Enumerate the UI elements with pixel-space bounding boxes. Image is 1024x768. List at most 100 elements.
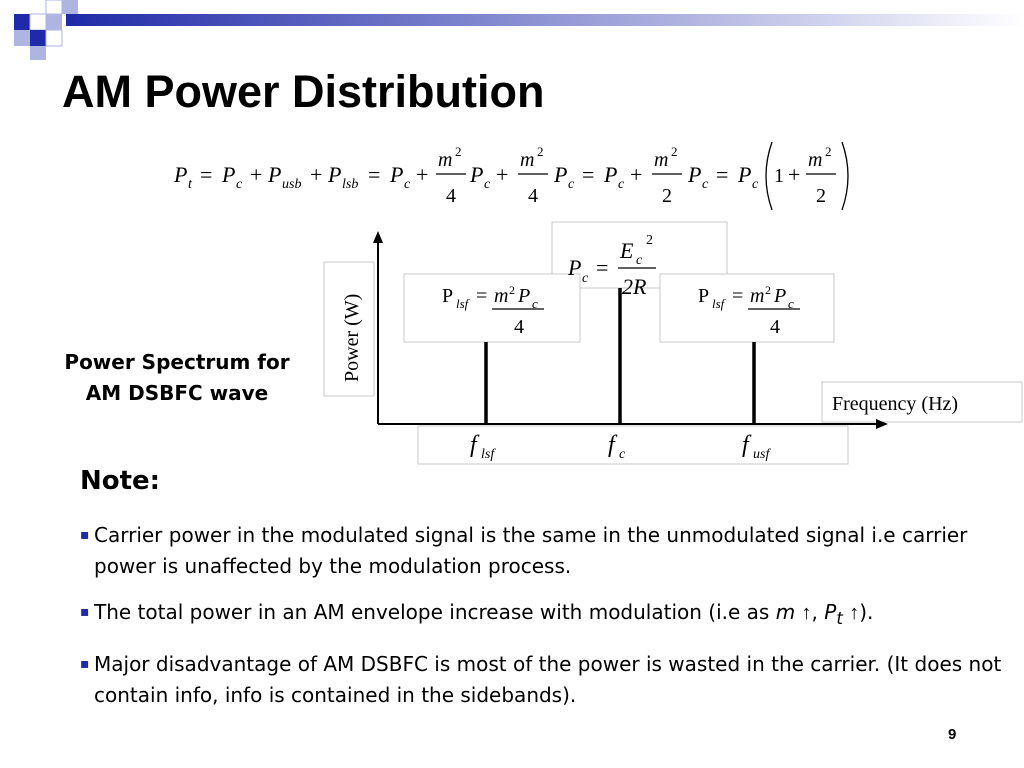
note-bullet-text: The total power in an AM envelope increa… [94, 600, 776, 624]
svg-text:P: P [698, 285, 709, 307]
x-axis-label: Frequency (Hz) [832, 393, 958, 415]
svg-text:4: 4 [528, 185, 538, 207]
x-axis-arrowhead [876, 419, 888, 429]
lsf-power-formula: P lsf = m 2 P c 4 [442, 283, 544, 338]
svg-text:=: = [368, 162, 380, 187]
note-bullet-total-power: ▪ The total power in an AM envelope incr… [80, 597, 1020, 634]
lsf-formula-box [403, 273, 581, 343]
svg-text:m: m [494, 285, 508, 307]
svg-text:usf: usf [753, 447, 771, 462]
svg-text:P: P [773, 285, 786, 307]
up-arrow-icon: ↑ [849, 602, 860, 624]
total-power-equation: P t = P c + P usb + P lsb = P c + m 2 4 … [173, 141, 849, 211]
svg-text:c: c [788, 296, 794, 311]
y-axis-label: Power (W) [341, 294, 363, 382]
x-axis-label-box [821, 381, 1023, 423]
svg-text:f: f [742, 432, 752, 458]
svg-text:c: c [236, 177, 243, 192]
svg-text:=: = [582, 162, 594, 187]
svg-text:usb: usb [282, 177, 301, 192]
svg-text:+: + [630, 162, 642, 187]
svg-text:2R: 2R [622, 274, 647, 299]
svg-text:1: 1 [774, 165, 784, 187]
svg-text:f: f [470, 432, 480, 458]
spectrum-caption-line1: Power Spectrum for [64, 350, 290, 374]
svg-text:=: = [476, 285, 487, 307]
svg-text:m: m [520, 149, 534, 171]
svg-text:P: P [469, 162, 483, 187]
svg-text:P: P [173, 162, 187, 187]
svg-text:+: + [416, 162, 428, 187]
freq-labels-box [417, 425, 849, 465]
slide-title: AM Power Distribution [62, 66, 545, 117]
svg-text:P: P [687, 162, 701, 187]
svg-text:c: c [484, 177, 491, 192]
svg-text:P: P [267, 162, 281, 187]
svg-text:P: P [553, 162, 567, 187]
spectrum-caption-line2: AM DSBFC wave [85, 381, 269, 405]
note-heading: Note: [80, 466, 161, 496]
svg-text:4: 4 [514, 316, 524, 338]
svg-text:c: c [636, 253, 643, 268]
svg-text:P: P [442, 285, 453, 307]
svg-text:2: 2 [537, 144, 544, 159]
svg-text:P: P [737, 162, 751, 187]
page-number: 9 [948, 726, 957, 743]
svg-text:2: 2 [816, 185, 826, 207]
svg-text:P: P [567, 255, 581, 280]
freq-label-usf: f usf [742, 432, 771, 462]
svg-text:m: m [750, 285, 764, 307]
svg-text:=: = [716, 162, 728, 187]
bullet-square-icon: ▪ [80, 604, 90, 620]
svg-text:m: m [438, 149, 452, 171]
power-spectrum-diagram: Power (W) Frequency (Hz) P c = E c 2 2R … [323, 221, 1023, 465]
svg-text:2: 2 [765, 283, 771, 297]
svg-text:lsf: lsf [456, 296, 471, 311]
svg-text:lsf: lsf [481, 447, 496, 462]
svg-text:=: = [732, 285, 743, 307]
usf-power-formula: P lsf = m 2 P c 4 [698, 283, 800, 338]
svg-text:c: c [618, 177, 625, 192]
svg-text:2: 2 [662, 185, 672, 207]
svg-text:lsf: lsf [712, 296, 727, 311]
svg-text:4: 4 [446, 185, 456, 207]
svg-text:c: c [582, 271, 589, 286]
y-axis-arrowhead [373, 231, 383, 243]
svg-text:P: P [221, 162, 235, 187]
note-bullet-text: Major disadvantage of AM DSBFC is most o… [94, 652, 1002, 707]
svg-text:4: 4 [770, 316, 780, 338]
svg-text:=: = [200, 162, 212, 187]
note-bullet-list: ▪ Carrier power in the modulated signal … [80, 520, 1020, 726]
bullet-square-icon: ▪ [80, 656, 90, 672]
modulation-index-symbol: m [775, 600, 796, 624]
svg-text:P: P [327, 162, 341, 187]
note-bullet-text: Carrier power in the modulated signal is… [94, 523, 968, 578]
svg-text:m: m [808, 149, 822, 171]
freq-label-lsf: f lsf [470, 432, 496, 462]
svg-text:2: 2 [671, 144, 678, 159]
svg-text:c: c [752, 177, 759, 192]
svg-text:m: m [654, 149, 668, 171]
svg-text:lsb: lsb [342, 177, 358, 192]
svg-text:E: E [619, 238, 634, 263]
freq-label-carrier: f c [608, 432, 626, 462]
svg-text:+: + [250, 162, 262, 187]
svg-text:2: 2 [455, 144, 462, 159]
svg-text:c: c [619, 447, 626, 462]
svg-text:+: + [788, 162, 800, 187]
svg-text:c: c [702, 177, 709, 192]
svg-text:c: c [532, 296, 538, 311]
svg-text:2: 2 [509, 283, 515, 297]
svg-text:c: c [404, 177, 411, 192]
header-decoration [14, 0, 1024, 60]
svg-text:f: f [608, 432, 618, 458]
note-bullet-carrier-power: ▪ Carrier power in the modulated signal … [80, 520, 1020, 582]
svg-text:=: = [596, 255, 608, 280]
spectrum-caption: Power Spectrum for AM DSBFC wave [52, 347, 302, 409]
svg-text:t: t [188, 177, 193, 192]
note-bullet-disadvantage: ▪ Major disadvantage of AM DSBFC is most… [80, 649, 1020, 711]
svg-text:+: + [310, 162, 322, 187]
total-power-symbol: P [824, 600, 837, 624]
svg-text:2: 2 [646, 233, 653, 248]
up-arrow-icon: ↑ [801, 602, 812, 624]
